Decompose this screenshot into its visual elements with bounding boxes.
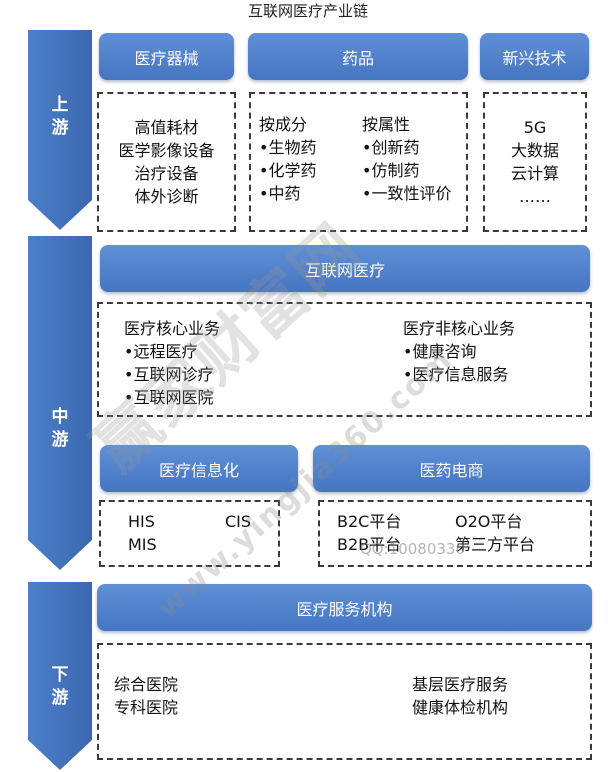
core-business-item: •远程医疗 xyxy=(124,342,198,361)
devices-item: 治疗设备 xyxy=(134,164,199,183)
informatization-header: 医疗信息化 xyxy=(100,445,298,492)
ecommerce-box xyxy=(318,500,592,567)
ecommerce-item: B2B平台 xyxy=(337,535,402,554)
service-institutions-header: 医疗服务机构 xyxy=(97,584,592,631)
tech-item: 大数据 xyxy=(510,141,559,160)
drugs-box xyxy=(249,92,468,232)
devices-item: 高值耗材 xyxy=(134,118,199,137)
midstream-arrow xyxy=(28,236,92,570)
upstream-arrow xyxy=(28,30,92,230)
drugs-col2-item: •一致性评价 xyxy=(362,184,452,203)
ecommerce-item: B2C平台 xyxy=(337,512,402,531)
drugs-col2-item: •仿制药 xyxy=(362,161,420,180)
downstream-arrow xyxy=(28,582,92,770)
noncore-business-item: •医疗信息服务 xyxy=(403,365,509,384)
informatization-item: HIS xyxy=(128,512,155,531)
devices-box xyxy=(97,92,236,232)
stage-label-midstream: 中 游 xyxy=(51,407,69,450)
diagram-title: 互联网医疗产业链 xyxy=(247,2,368,20)
drugs-col1-item: •生物药 xyxy=(259,138,317,157)
devices-item: 医学影像设备 xyxy=(118,141,215,160)
noncore-business-item: •健康咨询 xyxy=(403,342,477,361)
drugs-col1-item: •中药 xyxy=(259,184,301,203)
ecommerce-item: 第三方平台 xyxy=(455,535,536,554)
service-item: 专科医院 xyxy=(114,698,179,717)
tech-box xyxy=(483,92,587,232)
informatization-box xyxy=(99,500,280,567)
informatization-item: CIS xyxy=(225,512,252,531)
noncore-business-title: 医疗非核心业务 xyxy=(403,319,516,338)
internet-medical-header: 互联网医疗 xyxy=(100,245,590,292)
tech-item: 5G xyxy=(523,118,547,137)
drugs-col1-item: •化学药 xyxy=(259,161,317,180)
drugs-col1-title: 按成分 xyxy=(259,115,308,134)
service-item: 综合医院 xyxy=(114,675,179,694)
drugs-header: 药品 xyxy=(248,33,468,80)
watermark-qq: QQ:10080330 xyxy=(360,540,466,558)
internet-medical-box xyxy=(97,302,592,417)
core-business-item: •互联网诊疗 xyxy=(124,365,214,384)
tech-header: 新兴技术 xyxy=(480,33,589,80)
service-item: 健康体检机构 xyxy=(412,698,509,717)
informatization-item: MIS xyxy=(128,535,157,554)
devices-header: 医疗器械 xyxy=(99,33,234,80)
drugs-col2-title: 按属性 xyxy=(362,115,411,134)
service-institutions-box xyxy=(97,643,592,760)
ecommerce-header: 医药电商 xyxy=(313,445,590,492)
core-business-title: 医疗核心业务 xyxy=(124,319,221,338)
tech-item: …… xyxy=(519,187,551,206)
ecommerce-item: O2O平台 xyxy=(455,512,523,531)
stage-label-downstream: 下 游 xyxy=(51,665,69,708)
service-item: 基层医疗服务 xyxy=(412,675,509,694)
core-business-item: •互联网医院 xyxy=(124,388,214,407)
devices-item: 体外诊断 xyxy=(134,187,199,206)
drugs-col2-item: •创新药 xyxy=(362,138,420,157)
tech-item: 云计算 xyxy=(510,164,559,183)
stage-label-upstream: 上 游 xyxy=(51,95,69,138)
